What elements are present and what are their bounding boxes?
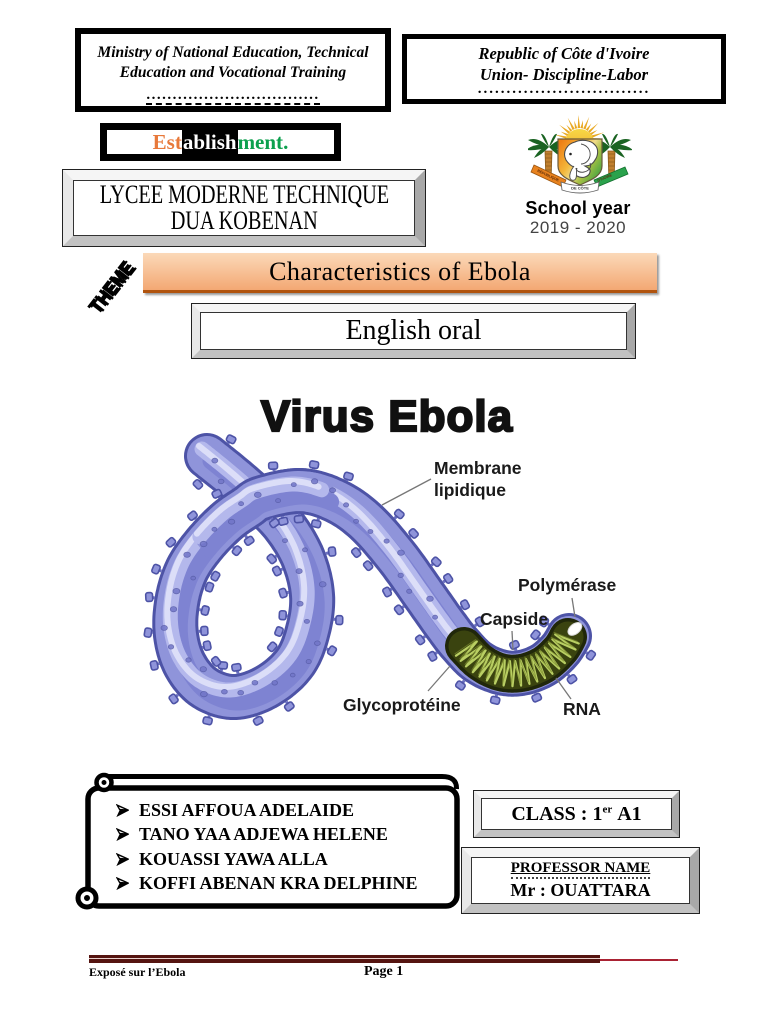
svg-text:Virus Ebola: Virus Ebola bbox=[261, 392, 513, 441]
svg-text:Membrane: Membrane bbox=[434, 458, 522, 478]
svg-text:Polymérase: Polymérase bbox=[518, 575, 617, 595]
svg-text:D'IVOIRE: D'IVOIRE bbox=[597, 173, 614, 183]
svg-text:lipidique: lipidique bbox=[434, 480, 506, 500]
svg-text:Glycoprotéine: Glycoprotéine bbox=[343, 695, 461, 715]
svg-text:DE CÔTE: DE CÔTE bbox=[571, 186, 589, 191]
svg-text:Capside: Capside bbox=[480, 609, 548, 629]
svg-text:RNA: RNA bbox=[563, 699, 601, 719]
